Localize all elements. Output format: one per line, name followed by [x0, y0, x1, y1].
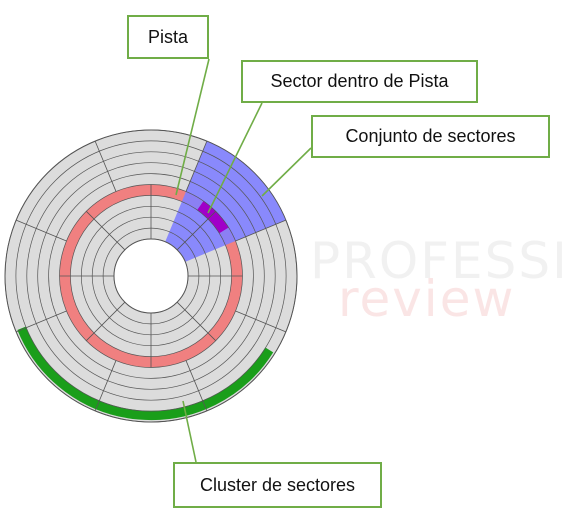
- spindle-hole: [113, 238, 189, 314]
- outer-sector-divider: [94, 360, 117, 412]
- watermark-text-bottom: review: [338, 270, 516, 328]
- sector-in-track: [197, 201, 229, 234]
- inner-sector-divider: [176, 211, 216, 251]
- outer-sector-divider: [15, 219, 67, 242]
- inner-sector-divider: [86, 301, 126, 341]
- disk-platter: [4, 129, 298, 423]
- inner-sector-divider: [176, 301, 216, 341]
- label-sector-set-text: Conjunto de sectores: [345, 126, 516, 146]
- connector-track: [175, 58, 210, 196]
- label-track: Pista: [127, 15, 209, 59]
- outer-sector-divider: [94, 140, 117, 192]
- label-track-text: Pista: [147, 26, 189, 47]
- watermark-text-top: PROFESSIONAL: [310, 232, 562, 290]
- track-ring: [4, 129, 298, 423]
- outer-sector-divider: [235, 310, 287, 333]
- inner-sector-divider: [86, 211, 126, 251]
- cluster-arc: [17, 326, 274, 421]
- track-ring: [15, 140, 287, 412]
- label-sector-in-track: Sector dentro de Pista: [241, 60, 478, 103]
- outer-sector-divider: [15, 310, 67, 333]
- label-sector-set: Conjunto de sectores: [311, 115, 550, 158]
- track-ring: [48, 173, 254, 379]
- outer-sector-divider: [185, 360, 208, 412]
- label-cluster: Cluster de sectores: [173, 462, 382, 508]
- connector-sector-in-track: [207, 102, 263, 214]
- outer-sector-divider: [185, 140, 208, 192]
- track-ring: [26, 151, 276, 401]
- connector-cluster: [182, 400, 197, 463]
- label-cluster-text: Cluster de sectores: [199, 474, 356, 495]
- outer-sector-divider: [235, 219, 287, 242]
- label-sector-in-track-text: Sector dentro de Pista: [270, 71, 449, 91]
- label-connectors: [175, 58, 312, 463]
- connector-sector-set: [261, 147, 312, 197]
- track-ring: [37, 162, 265, 390]
